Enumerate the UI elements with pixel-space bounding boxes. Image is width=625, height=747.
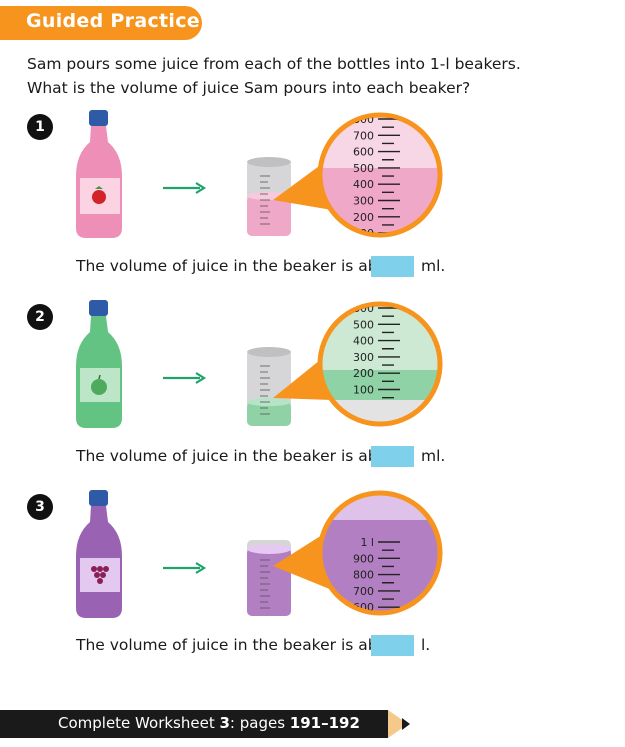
footer-worksheet: 3: [219, 714, 230, 732]
answer-unit-1: ml.: [421, 257, 446, 275]
magnifier-2: [317, 301, 443, 427]
apple-icon: [91, 374, 107, 395]
scale-label: 700: [353, 585, 374, 598]
answer-text-2: The volume of juice in the beaker is abo…: [76, 447, 403, 465]
play-icon: [402, 718, 410, 730]
scale-label: 200: [353, 211, 374, 224]
scale-label: 300: [353, 351, 374, 364]
bottle-2: [76, 300, 122, 428]
grapes-icon: [91, 566, 109, 584]
footer-text: Complete Worksheet 3: pages 191–192: [58, 714, 360, 732]
magnifier-3: [317, 490, 443, 616]
scale-label: 500: [353, 318, 374, 331]
arrow-right-icon: [163, 372, 207, 384]
strawberry-icon: [92, 186, 106, 204]
footer-bar: Complete Worksheet 3: pages 191–192: [0, 710, 388, 738]
answer-text-3: The volume of juice in the beaker is abo…: [76, 636, 403, 654]
scale-label: 800: [353, 569, 374, 582]
answer-box-1[interactable]: [371, 256, 414, 277]
scale-label: 600: [353, 146, 374, 159]
question-number-3: 3: [27, 494, 53, 520]
beaker-2: [247, 347, 291, 426]
beaker-1: [247, 157, 291, 236]
scale-label: 200: [353, 367, 374, 380]
answer-box-3[interactable]: [371, 635, 414, 656]
answer-unit-2: ml.: [421, 447, 446, 465]
scale-label: 700: [353, 129, 374, 142]
scale-label: 900: [353, 552, 374, 565]
scale-label: 800: [353, 113, 374, 126]
scale-label: 100: [353, 384, 374, 397]
scale-label: 600: [353, 601, 374, 614]
footer-prefix: Complete Worksheet: [58, 714, 220, 732]
scale-label: 400: [353, 178, 374, 191]
scale-label: 100: [353, 227, 374, 240]
intro-line-1: Sam pours some juice from each of the bo…: [27, 55, 521, 73]
arrow-right-icon: [163, 562, 207, 574]
answer-unit-3: l.: [421, 636, 431, 654]
arrow-right-icon: [163, 182, 207, 194]
scale-label: 1 l: [360, 536, 374, 549]
magnifier-1: [317, 112, 443, 238]
answer-box-2[interactable]: [371, 446, 414, 467]
beaker-3: [247, 540, 291, 616]
section-header: Guided Practice: [0, 6, 202, 40]
illustrations: 800 700 600 500 400 300 200 100 600 500 400 300 200 1…: [76, 110, 443, 618]
footer-tab: [388, 710, 408, 738]
question-number-2: 2: [27, 304, 53, 330]
scale-label: 600: [353, 302, 374, 315]
bottle-3: [76, 490, 122, 618]
intro-line-2: What is the volume of juice Sam pours in…: [27, 79, 471, 97]
footer-middle: : pages: [229, 714, 290, 732]
scale-label: 400: [353, 335, 374, 348]
section-title: Guided Practice: [26, 10, 200, 32]
scale-label: 300: [353, 195, 374, 208]
bottle-1: [76, 110, 122, 238]
question-number-1: 1: [27, 114, 53, 140]
answer-text-1: The volume of juice in the beaker is abo…: [76, 257, 403, 275]
footer-pages: 191–192: [289, 714, 360, 732]
scale-label: 500: [353, 162, 374, 175]
